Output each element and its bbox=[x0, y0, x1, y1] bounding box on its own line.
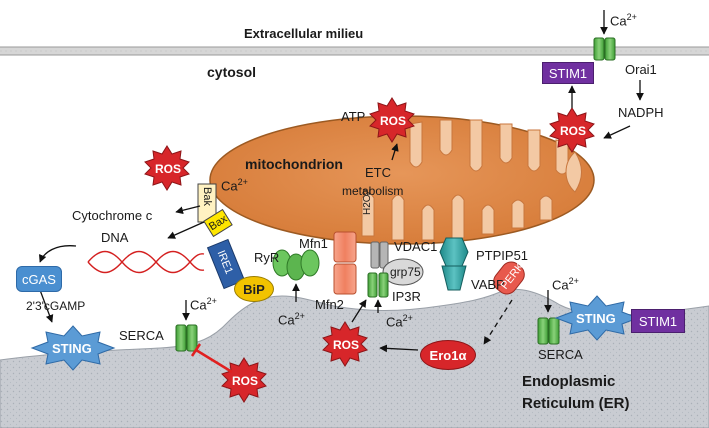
inhibition-icon bbox=[190, 343, 233, 374]
er-label-line1: Endoplasmic bbox=[522, 373, 616, 390]
ros-burst-mito-icon bbox=[369, 97, 415, 143]
vdac1-channel-icon bbox=[370, 241, 389, 269]
grp75-chaperone-icon bbox=[382, 258, 424, 286]
ros-topright-label: ROS bbox=[560, 124, 587, 138]
ca-label-serca-right: Ca2+ bbox=[552, 276, 579, 293]
mitochondrion-label: mitochondrion bbox=[245, 156, 343, 172]
serca-right-label: SERCA bbox=[538, 347, 583, 362]
vabp-label: VABP bbox=[471, 277, 505, 292]
serca-pump-right-icon bbox=[537, 317, 560, 345]
h2o2-label: H2O2 bbox=[362, 188, 373, 215]
mfn2-label: Mfn2 bbox=[315, 297, 344, 312]
perk-protein-icon bbox=[493, 261, 525, 295]
mfn2-protein-icon bbox=[333, 263, 357, 295]
er-label-line2: Reticulum (ER) bbox=[522, 395, 630, 412]
ros-burst-topright-icon bbox=[549, 107, 595, 153]
sting-star-right-icon bbox=[554, 295, 640, 341]
extracellular-space bbox=[0, 0, 709, 50]
mitochondrion-cristae bbox=[361, 119, 582, 241]
ros-burst-bottom-icon bbox=[221, 357, 267, 403]
ros-center-label: ROS bbox=[333, 338, 360, 352]
ca-label-bak: Ca2+ bbox=[221, 177, 248, 194]
ca-label-orai1: Ca2+ bbox=[610, 12, 637, 29]
bip-ellipse: BiP bbox=[234, 276, 274, 302]
ryr-label: RyR bbox=[254, 250, 280, 265]
stim1-right-box: STIM1 bbox=[631, 309, 685, 333]
sting-right-label: STING bbox=[576, 311, 616, 326]
vdac1-label: VDAC1 bbox=[394, 239, 438, 254]
ero1a-ellipse: Ero1α bbox=[420, 340, 476, 370]
ptpip51-label: PTPIP51 bbox=[476, 248, 529, 263]
ptpip51-vabp-icon bbox=[439, 237, 469, 291]
arrow-dna-release bbox=[167, 221, 205, 239]
ros-burst-center-icon bbox=[322, 321, 368, 367]
bak-label: Bak bbox=[201, 187, 213, 206]
arrow-cgas-sting bbox=[39, 289, 54, 323]
ros-mito-label: ROS bbox=[380, 114, 407, 128]
ca-label-ip3r: Ca2+ bbox=[386, 313, 413, 330]
etc-label: ETC bbox=[365, 165, 391, 180]
arrow-nadph-ros bbox=[603, 125, 631, 139]
cgas-box: cGAS bbox=[16, 266, 62, 292]
ros-bottom-label: ROS bbox=[232, 374, 259, 388]
arrow-cytochrome-release bbox=[175, 205, 201, 215]
cytochrome-c-label: Cytochrome c bbox=[72, 208, 153, 223]
grp75-label: grp75 bbox=[390, 265, 421, 279]
arrow-ero1-ros bbox=[379, 344, 419, 353]
mfn1-protein-icon bbox=[333, 231, 357, 263]
atp-label: ATP bbox=[341, 109, 366, 124]
arrow-etc-ros bbox=[391, 143, 399, 161]
ip3r-label: IP3R bbox=[392, 289, 421, 304]
ryr-channel-icon bbox=[272, 249, 320, 281]
bax-protein-icon bbox=[203, 208, 233, 238]
metabolism-label: metabolism bbox=[342, 184, 404, 198]
sting-star-left-icon bbox=[30, 325, 116, 371]
extracellular-label: Extracellular milieu bbox=[244, 26, 364, 41]
dna-label: DNA bbox=[101, 230, 129, 245]
arrow-ros-ip3r bbox=[351, 299, 367, 323]
ros-left-label: ROS bbox=[155, 162, 182, 176]
stim1-top-box: STIM1 bbox=[542, 62, 594, 84]
orai1-channel-icon bbox=[593, 37, 616, 61]
serca-left-label: SERCA bbox=[119, 328, 164, 343]
ca-label-serca-left: Ca2+ bbox=[190, 296, 217, 313]
ros-burst-left-icon bbox=[144, 145, 190, 191]
arrow-dna-cgas bbox=[38, 245, 77, 263]
ip3r-channel-icon bbox=[367, 272, 389, 298]
sting-left-label: STING bbox=[52, 341, 92, 356]
ca-label-ryr: Ca2+ bbox=[278, 311, 305, 328]
dna-helix-icon bbox=[87, 250, 205, 274]
arrows bbox=[38, 10, 644, 353]
plasma-membrane bbox=[0, 47, 709, 55]
nadph-label: NADPH bbox=[618, 105, 664, 120]
serca-pump-left-icon bbox=[175, 324, 198, 352]
cgamp-label: 2'3'cGAMP bbox=[26, 299, 86, 313]
cytosol-label: cytosol bbox=[207, 64, 257, 80]
orai1-label: Orai1 bbox=[625, 62, 657, 77]
mfn1-label: Mfn1 bbox=[299, 236, 328, 251]
